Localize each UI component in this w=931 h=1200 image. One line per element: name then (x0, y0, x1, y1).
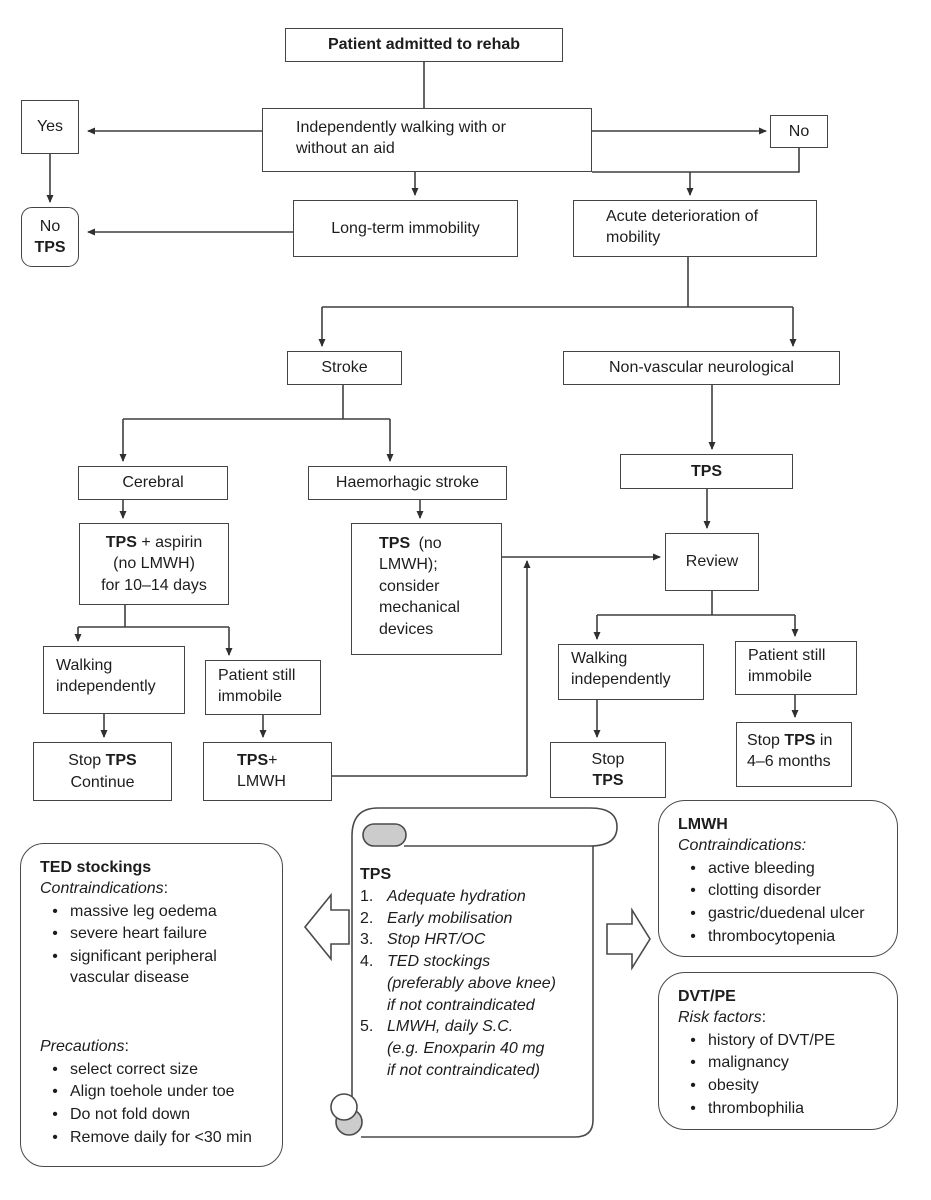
list-item: 4. TED stockings (preferably above knee)… (360, 953, 556, 1014)
tps-scroll-list: TPS 1. Adequate hydration 2. Early mobil… (360, 864, 586, 1082)
node-patient-still-immobile-left: Patient still immobile (205, 660, 321, 715)
list-item: 5. LMWH, daily S.C. (e.g. Enoxparin 40 m… (360, 1018, 545, 1079)
list-item: obesity (678, 1076, 885, 1097)
dvt-pe-infobox: DVT/PE Risk factors: history of DVT/PE m… (658, 972, 898, 1130)
node-patient-admitted: Patient admitted to rehab (285, 28, 563, 62)
list-item: history of DVT/PE (678, 1031, 885, 1052)
list-item: clotting disorder (678, 881, 885, 902)
node-no: No (770, 115, 828, 148)
node-tps-no-lmwh: TPS (no LMWH); consider mechanical devic… (351, 523, 502, 655)
lmwh-infobox: LMWH Contraindications: active bleeding … (658, 800, 898, 957)
list-item: thrombocytopenia (678, 927, 885, 948)
node-patient-still-immobile-right: Patient still immobile (735, 641, 857, 695)
node-stop-tps-continue: Stop TPS Continue (33, 742, 172, 801)
node-tps-aspirin: TPS + aspirin (no LMWH) for 10–14 days (79, 523, 229, 605)
node-stop-tps-right: Stop TPS (550, 742, 666, 798)
node-haemorhagic-stroke: Haemorhagic stroke (308, 466, 507, 500)
node-walking-independently-right: Walking independently (558, 644, 704, 700)
node-no-tps: No TPS (21, 207, 79, 267)
list-item: Align toehole under toe (40, 1082, 270, 1103)
block-arrow-left-icon (303, 892, 350, 962)
block-arrow-right-icon (606, 907, 651, 971)
list-item: 3. Stop HRT/OC (360, 931, 486, 949)
node-nonvascular-neurological: Non-vascular neurological (563, 351, 840, 385)
node-stroke: Stroke (287, 351, 402, 385)
list-item: severe heart failure (40, 924, 270, 945)
list-item: gastric/duedenal ulcer (678, 904, 885, 925)
connector-lines (46, 62, 800, 777)
node-tps-plus-lmwh: TPS+ LMWH (203, 742, 332, 801)
node-longterm-immobility: Long-term immobility (293, 200, 518, 257)
list-item: 1. Adequate hydration (360, 887, 526, 905)
list-item: malignancy (678, 1053, 885, 1074)
node-acute-deterioration: Acute deterioration of mobility (573, 200, 817, 257)
list-item: thrombophilia (678, 1099, 885, 1120)
list-item: Remove daily for <30 min (40, 1128, 270, 1149)
list-item: select correct size (40, 1060, 270, 1081)
node-cerebral: Cerebral (78, 466, 228, 500)
list-item: massive leg oedema (40, 902, 270, 923)
ted-stockings-infobox: TED stockings Contraindications: massive… (20, 843, 283, 1167)
node-yes: Yes (21, 100, 79, 154)
node-review: Review (665, 533, 759, 591)
node-walking-independently-left: Walking independently (43, 646, 185, 714)
list-item: active bleeding (678, 859, 885, 880)
list-item: Do not fold down (40, 1105, 270, 1126)
node-independently-walking: Independently walking with or without an… (262, 108, 592, 172)
list-item: 2. Early mobilisation (360, 909, 513, 927)
node-stop-tps-months: Stop TPS in 4–6 months (736, 722, 852, 787)
list-item: significant peripheral vascular disease (40, 947, 270, 989)
node-tps: TPS (620, 454, 793, 489)
scroll-shape (330, 807, 618, 1138)
